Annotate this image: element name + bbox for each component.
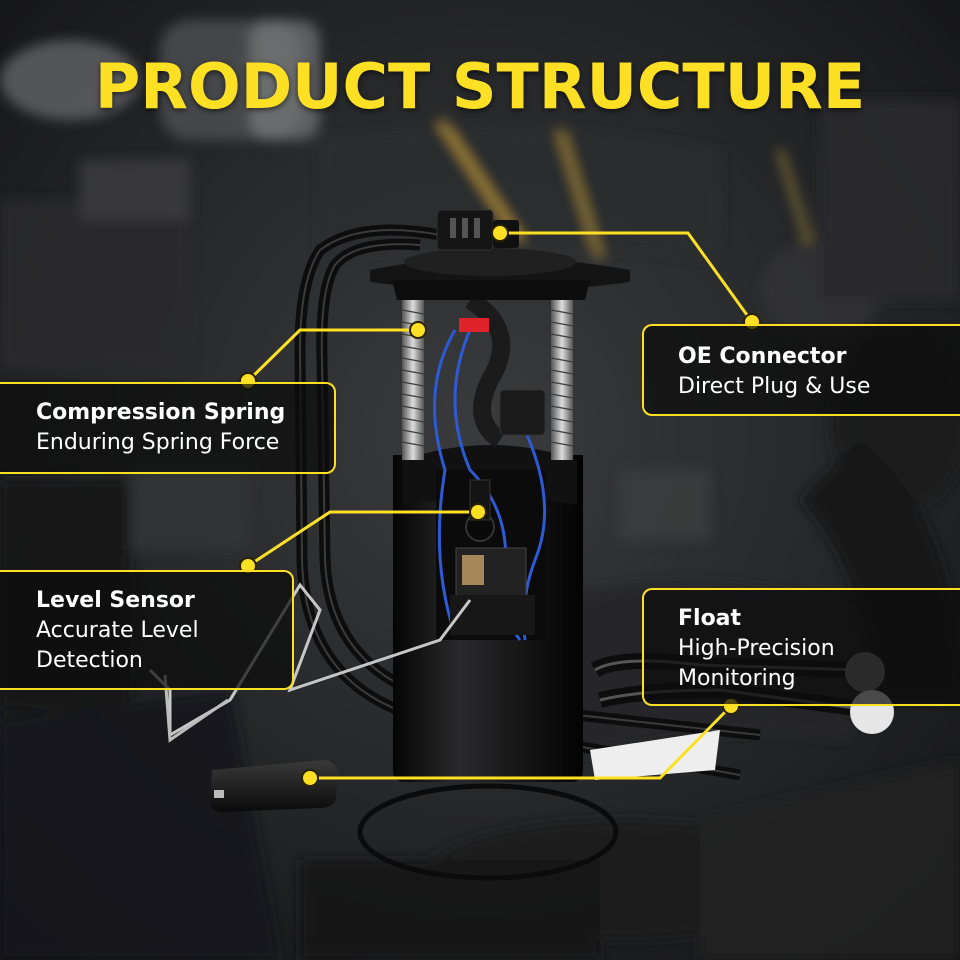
callout-level-sensor: Level Sensor Accurate Level Detection: [0, 570, 294, 690]
page-title: PRODUCT STRUCTURE: [94, 50, 866, 123]
callout-description: Enduring Spring Force: [36, 430, 280, 455]
callout-title: Float: [678, 606, 742, 631]
callout-description: Direct Plug & Use: [678, 374, 871, 399]
callout-title: Level Sensor: [36, 588, 195, 613]
callout-description-line2: Monitoring: [678, 666, 796, 691]
level-sensor-marker-dot: [469, 503, 487, 521]
callout-title: OE Connector: [678, 344, 847, 369]
spring-marker-dot: [409, 321, 427, 339]
callout-oe-connector: OE Connector Direct Plug & Use: [642, 324, 960, 416]
oe-connector-marker-dot: [491, 224, 509, 242]
callout-title: Compression Spring: [36, 400, 286, 425]
callout-compression-spring: Compression Spring Enduring Spring Force: [0, 382, 336, 474]
float-marker-dot: [301, 769, 319, 787]
callout-float: Float High-Precision Monitoring: [642, 588, 960, 706]
callout-description-line1: Accurate Level: [36, 618, 199, 643]
callout-description-line2: Detection: [36, 648, 143, 673]
callout-description-line1: High-Precision: [678, 636, 835, 661]
